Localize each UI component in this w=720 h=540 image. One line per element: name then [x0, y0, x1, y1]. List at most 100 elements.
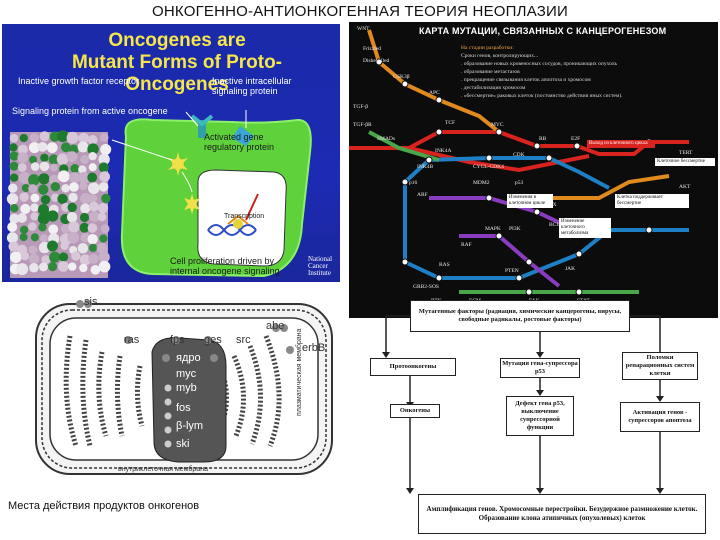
node-label: PI3K: [509, 226, 521, 232]
tissue-cell: [89, 194, 98, 203]
tissue-cell: [88, 234, 98, 244]
nci-logo: National Cancer Institute: [308, 256, 338, 277]
label-src: src: [236, 334, 251, 346]
tissue-cell: [48, 224, 58, 234]
label-myc: myc: [176, 368, 196, 380]
label-blym: β-lym: [176, 420, 203, 432]
map-legend: На стадии разработки: Сроки генов, контр…: [461, 44, 711, 100]
tissue-cell: [28, 222, 37, 231]
node-label: INK4B: [417, 164, 433, 170]
legend-line: На стадии разработки:: [461, 44, 711, 52]
node-label: RAF: [461, 242, 472, 248]
tissue-mosaic: [7, 130, 111, 278]
tissue-cell: [16, 263, 28, 275]
node-label: MAPK: [485, 226, 501, 232]
flow-box-apoptosis: Активация генов - супрессоров апоптоза: [620, 402, 700, 432]
tissue-cell: [99, 182, 109, 192]
tissue-cell: [67, 151, 78, 162]
tissue-cell: [20, 204, 30, 214]
tissue-cell: [40, 131, 50, 141]
tissue-cell: [7, 193, 18, 204]
flow-box-repair-failure: Поломки репарационных систем клетки: [622, 352, 698, 380]
tissue-cell: [20, 226, 28, 234]
label-transcription: Transcription: [224, 212, 284, 222]
tissue-cell: [68, 193, 77, 202]
tissue-cell: [79, 182, 87, 190]
node-label: TGF-βR: [353, 122, 372, 128]
tissue-cell: [98, 203, 108, 213]
node-label: SMADs: [377, 136, 395, 142]
node-label: WNT: [357, 26, 370, 32]
tissue-cell: [101, 194, 110, 203]
label-inner-membrane: внутриклеточная мембрана: [118, 466, 208, 473]
map-box-metabolism: Изменение клеточного метаболизма: [559, 218, 611, 238]
label-plasma-membrane: плазматическая мембрана: [296, 329, 303, 416]
tissue-cell: [89, 163, 97, 171]
tissue-cell: [99, 234, 107, 242]
tissue-cell: [38, 142, 48, 152]
flow-box-mutagens: Мутагенные факторы (радиация, химические…: [410, 300, 630, 332]
tissue-cell: [31, 233, 39, 241]
flow-box-p53-defect: Дефект гена р53, выключение супрессорной…: [506, 396, 574, 436]
tissue-cell: [20, 233, 28, 241]
tissue-cell: [100, 144, 111, 155]
tissue-cell: [39, 263, 48, 272]
tissue-cell: [101, 224, 110, 233]
legend-line: . образование метастазов: [461, 68, 711, 76]
tissue-cell: [99, 162, 109, 172]
tissue-cell: [28, 184, 37, 193]
tissue-cell: [30, 203, 38, 211]
tissue-cell: [99, 261, 111, 273]
flow-box-amplification: Амплификация генов. Хромосомные перестро…: [418, 494, 706, 534]
tissue-cell: [9, 162, 18, 171]
map-box-cycle-changes: Изменения в клеточном цикле: [507, 194, 553, 208]
tissue-cell: [40, 162, 50, 172]
node-label: Dishevelled: [363, 58, 389, 64]
tissue-cell: [61, 242, 69, 250]
node-label: MYC: [491, 122, 504, 128]
blue-line-2: [405, 230, 689, 278]
label-abe: abe: [266, 320, 284, 332]
tissue-cell: [100, 133, 109, 142]
label-inactive-receptor: Inactive growth factor receptor: [18, 76, 188, 86]
tissue-cell: [19, 192, 28, 201]
map-box-immortality: Клеточное бессмертие: [655, 158, 715, 166]
tissue-cell: [47, 142, 58, 153]
map-box-cell-cycle-exit: Выход из клеточного цикла: [587, 140, 655, 148]
label-proliferation: Cell proliferation driven by internal on…: [170, 256, 302, 276]
legend-line: . образование новых кровеносных сосудов,…: [461, 60, 711, 68]
blue-line: [405, 158, 609, 262]
tissue-cell: [67, 212, 77, 222]
node-label: RAS: [439, 262, 450, 268]
label-erbb: erbB: [302, 342, 325, 354]
tissue-cell: [49, 252, 60, 263]
tissue-cell: [38, 223, 46, 231]
label-myb: myb: [176, 382, 197, 394]
tissue-cell: [68, 221, 79, 232]
tissue-cell: [31, 162, 40, 171]
tissue-cell: [9, 143, 17, 151]
tissue-cell: [89, 202, 99, 212]
legend-line: Сроки генов, контролирующих...: [461, 52, 711, 60]
tissue-cell: [67, 132, 79, 144]
tissue-cell: [78, 243, 88, 253]
tissue-cell: [29, 263, 39, 273]
flow-box-proto-oncogenes: Протоонкогены: [370, 358, 456, 376]
flow-box-oncogenes: Онкогены: [390, 404, 440, 418]
tissue-cell: [28, 245, 37, 254]
tissue-cell: [10, 251, 22, 263]
tissue-cell: [41, 195, 51, 205]
node-label: APC: [429, 90, 440, 96]
tissue-cell: [78, 141, 89, 152]
tissue-cell: [17, 213, 27, 223]
node-label: INK4A: [435, 148, 452, 154]
node-label: MDM2: [473, 180, 490, 186]
tissue-cell: [40, 234, 48, 242]
tissue-cell: [58, 170, 70, 182]
tissue-cell: [98, 213, 106, 221]
title-line-1: Oncogenes are: [22, 30, 332, 52]
tissue-cell: [30, 212, 38, 220]
label-activated-gene: Activated gene regulatory protein: [204, 132, 294, 152]
tissue-cell: [8, 183, 17, 192]
legend-line: . прекращение связывания клеток апоптоза…: [461, 76, 711, 84]
